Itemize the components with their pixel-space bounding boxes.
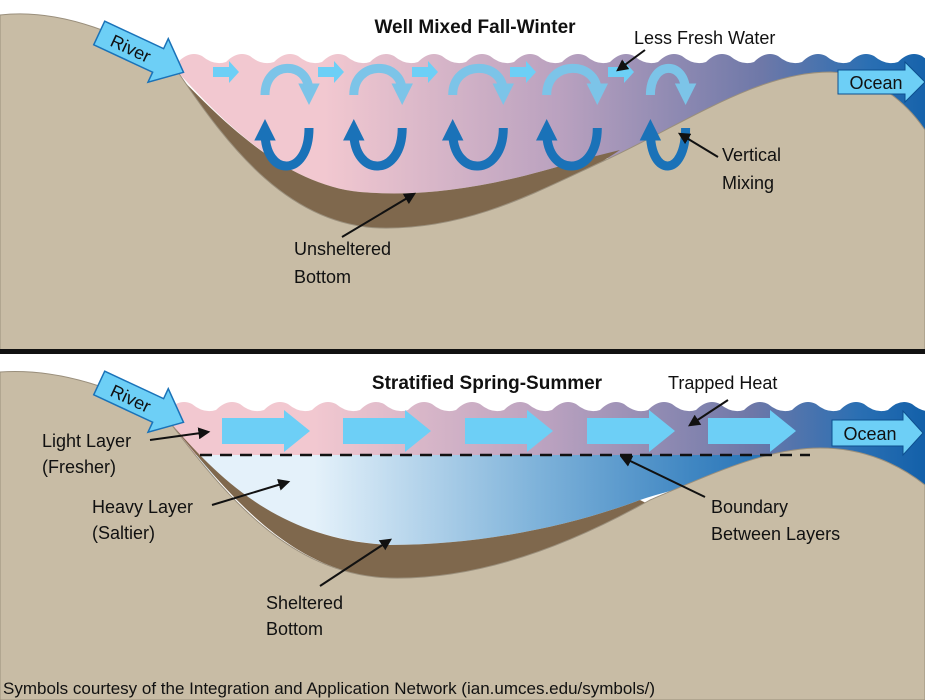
title-stratified: Stratified Spring-Summer (372, 373, 603, 394)
panel-well-mixed: Well Mixed Fall-Winter River Ocean Less … (0, 13, 925, 351)
sediment-top (175, 72, 620, 230)
label-sheltered-bottom: Bottom (266, 619, 323, 639)
vertical-mixing-loop-icon (535, 63, 609, 171)
flow-arrow-icon (412, 61, 438, 83)
ocean-label-bottom: Ocean (843, 424, 896, 444)
pointer-trapped-heat (687, 399, 729, 427)
pointer-heavy-layer (211, 479, 291, 506)
flow-arrow-icon (222, 410, 310, 452)
vertical-mixing-loop-icon (441, 63, 515, 171)
label-between-layers: Between Layers (711, 524, 840, 544)
vertical-mixing-loop-icon (254, 63, 320, 171)
flow-arrow-icon (465, 410, 553, 452)
panel-divider (0, 349, 925, 354)
sediment-bottom (168, 420, 650, 579)
label-light-layer: Light Layer (42, 431, 131, 451)
flow-arrow-icon (213, 61, 239, 83)
pointer-light-layer (149, 427, 211, 441)
pointer-vertical-mixing (677, 132, 719, 158)
label-fresher: (Fresher) (42, 457, 116, 477)
label-boundary: Boundary (711, 497, 788, 517)
ocean-label-top: Ocean (849, 73, 902, 93)
label-sheltered: Sheltered (266, 593, 343, 613)
flow-arrow-icon (587, 410, 675, 452)
panel-stratified: Stratified Spring-Summer River Ocean Tra… (0, 354, 925, 700)
pointer-less-fresh-water (616, 49, 646, 72)
heavy-layer-water (188, 455, 820, 545)
flow-arrow-icon (318, 61, 344, 83)
ocean-arrow-top: Ocean (837, 60, 925, 104)
label-less-fresh-water: Less Fresh Water (634, 28, 775, 48)
label-saltier: (Saltier) (92, 523, 155, 543)
title-well-mixed: Well Mixed Fall-Winter (374, 17, 576, 38)
label-vertical: Vertical (722, 145, 781, 165)
flow-arrow-icon (708, 410, 796, 452)
flow-arrow-icon (510, 61, 536, 83)
pointer-boundary (619, 455, 706, 498)
pointer-unsheltered-bottom (341, 192, 417, 238)
pointer-sheltered-bottom (319, 538, 393, 587)
label-unsheltered: Unsheltered (294, 239, 391, 259)
label-unsheltered-bottom: Bottom (294, 267, 351, 287)
label-heavy-layer: Heavy Layer (92, 497, 193, 517)
credit-caption: Symbols courtesy of the Integration and … (3, 679, 655, 698)
ocean-arrow-bottom: Ocean (831, 409, 924, 457)
label-trapped-heat: Trapped Heat (668, 373, 777, 393)
vertical-mixing-loop-icon (343, 63, 413, 171)
label-mixing: Mixing (722, 173, 774, 193)
flow-arrow-icon (343, 410, 431, 452)
